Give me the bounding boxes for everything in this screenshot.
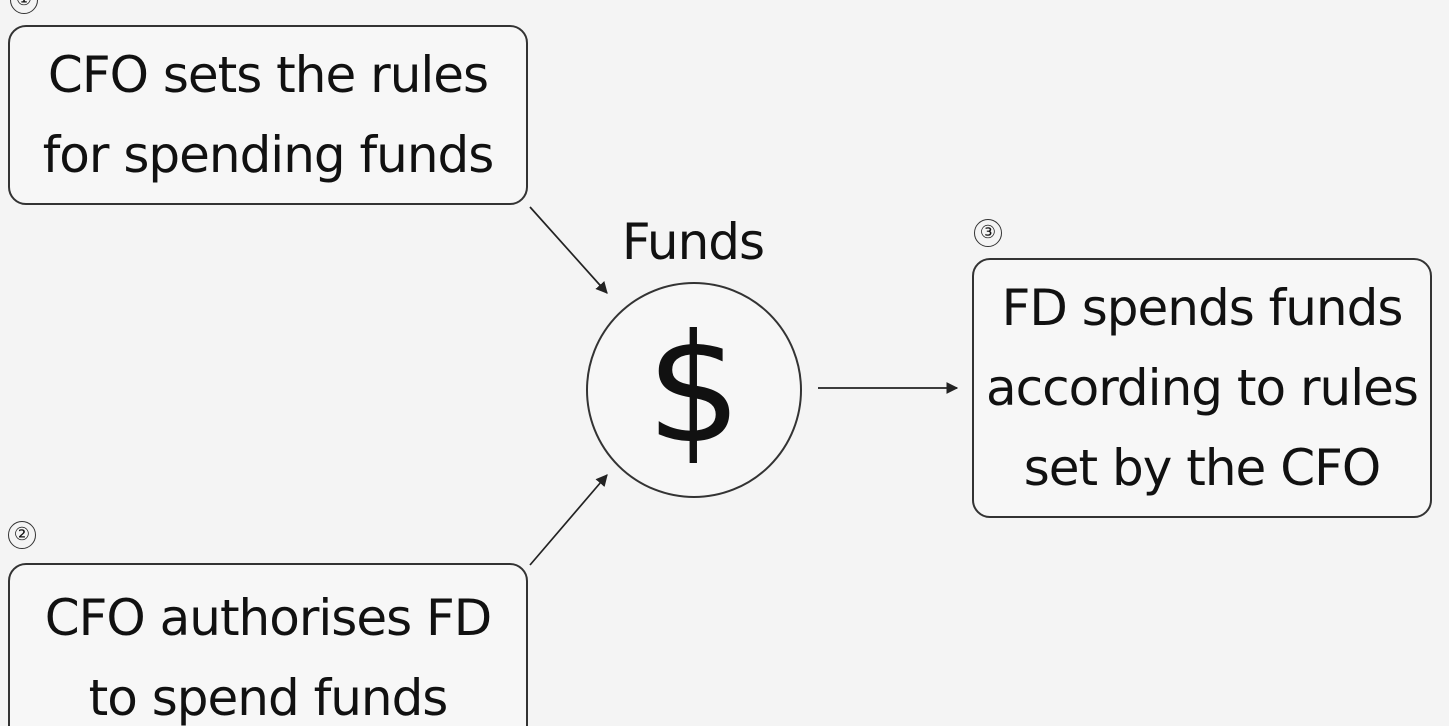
fd-spending-line-2: according to rules <box>986 359 1419 417</box>
cfo-rules-line-2: for spending funds <box>42 126 495 184</box>
fd-spending-line-3: set by the CFO <box>1023 439 1382 497</box>
arrow-rules-to-funds <box>529 206 608 294</box>
cfo-rules-box: CFO sets the rules for spending funds <box>8 25 528 205</box>
funds-circle: $ <box>586 282 802 498</box>
arrow-authorisation-to-funds <box>529 474 608 566</box>
cfo-authorisation-box: CFO authorises FD to spend funds <box>8 563 528 726</box>
step-badge-2: ② <box>8 521 36 549</box>
fd-spending-box: FD spends funds according to rules set b… <box>972 258 1432 518</box>
cfo-authorisation-line-2: to spend funds <box>88 669 449 726</box>
step-badge-3: ③ <box>974 219 1002 247</box>
cfo-authorisation-line-1: CFO authorises FD <box>44 589 493 647</box>
fd-spending-line-1: FD spends funds <box>1001 279 1404 337</box>
dollar-icon: $ <box>646 303 742 477</box>
cfo-rules-line-1: CFO sets the rules <box>47 46 489 104</box>
funds-label: Funds <box>621 213 765 271</box>
